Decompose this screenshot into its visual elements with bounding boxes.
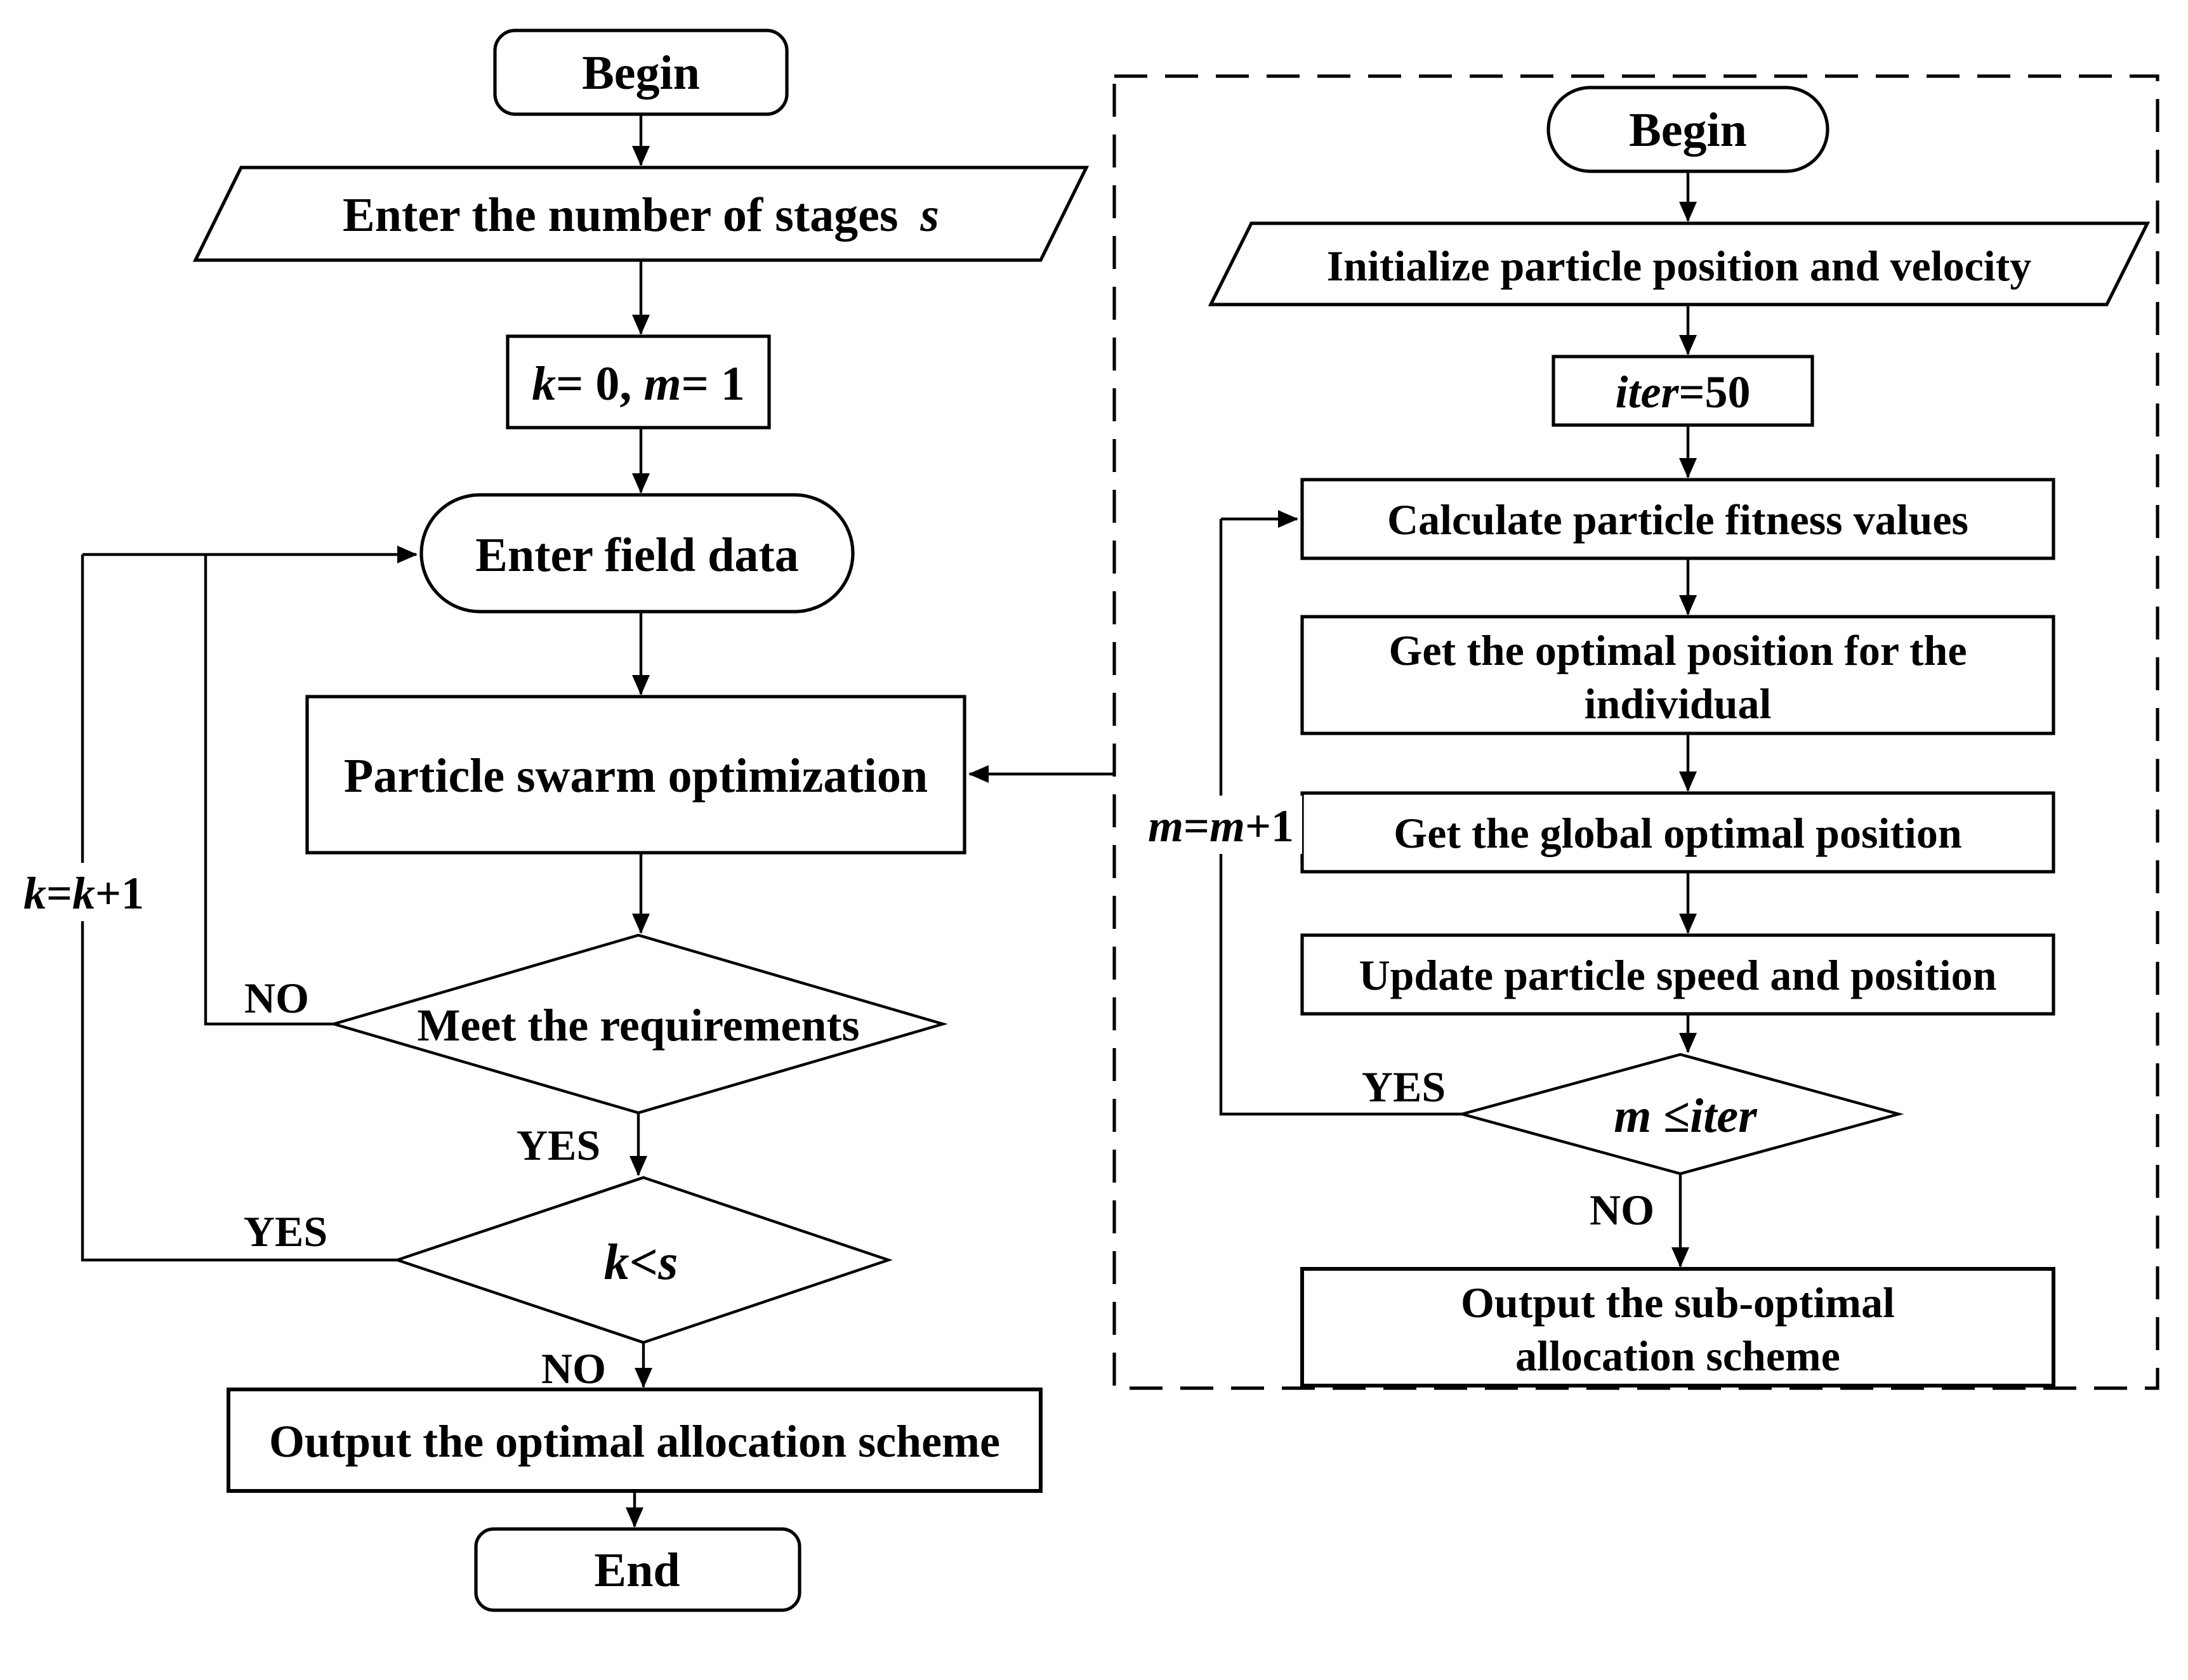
meet-requirements-diamond — [329, 933, 948, 1115]
k-increment-label: k=k+1 — [23, 868, 144, 919]
loop-cmp-yes-line — [81, 555, 397, 1262]
pso-box — [305, 695, 966, 855]
begin-node-left — [493, 29, 789, 116]
initialize-label: Initialize particle position and velocit… — [1327, 242, 2032, 290]
enter-stages-label: Enter the number of stages s — [343, 188, 939, 242]
update-particle-box — [1300, 933, 2055, 1016]
pso-label: Particle swarm optimization — [344, 749, 928, 803]
m-le-iter-diamond — [1456, 1053, 1904, 1176]
enter-field-data-node — [419, 493, 855, 614]
k-increment-plate — [15, 863, 152, 921]
cmp-no-label: NO — [541, 1344, 606, 1393]
begin-label-right: Begin — [1629, 103, 1747, 157]
end-node — [474, 1527, 801, 1612]
cond-yes-label: YES — [1362, 1063, 1446, 1111]
k-lt-s-diamond — [393, 1176, 893, 1344]
calc-fitness-label: Calculate particle fitness values — [1387, 495, 1968, 544]
enter-stages-parallelogram — [192, 166, 1090, 262]
optimal-individual-label-2: individual — [1585, 679, 1772, 728]
meet-no-label: NO — [244, 974, 309, 1022]
loop-cond-yes-line — [1219, 519, 1462, 1116]
k-lt-s-label: k<s — [604, 1235, 678, 1290]
pso-subroutine-frame — [1112, 74, 2159, 1390]
begin-label-left: Begin — [582, 46, 700, 100]
cmp-yes-label: YES — [244, 1207, 327, 1256]
optimal-individual-label-1: Get the optimal position for the — [1388, 626, 1967, 674]
global-optimal-label: Get the global optimal position — [1394, 809, 1961, 857]
iter-label: iter=50 — [1615, 367, 1750, 417]
meet-yes-label: YES — [517, 1121, 600, 1169]
optimal-individual-box — [1300, 615, 2055, 735]
init-vars-box — [506, 334, 771, 430]
update-particle-label: Update particle speed and position — [1359, 951, 1997, 999]
output-suboptimal-label-1: Output the sub-optimal — [1461, 1278, 1895, 1327]
m-increment-plate — [1140, 796, 1302, 854]
calc-fitness-box — [1300, 478, 2055, 560]
enter-field-data-label: Enter field data — [475, 528, 798, 582]
end-label: End — [594, 1544, 680, 1597]
loop-meet-no-line — [204, 555, 334, 1026]
init-vars-label: k= 0, m= 1 — [532, 357, 745, 410]
output-suboptimal-label-2: allocation scheme — [1515, 1332, 1840, 1380]
output-optimal-box — [227, 1388, 1043, 1493]
m-le-iter-label: m ≤iter — [1614, 1089, 1758, 1143]
cond-no-label: NO — [1590, 1186, 1654, 1234]
begin-node-right — [1546, 86, 1829, 173]
meet-requirements-label: Meet the requirements — [417, 1000, 859, 1051]
output-optimal-label: Output the optimal allocation scheme — [269, 1416, 1000, 1467]
output-suboptimal-box — [1300, 1267, 2055, 1388]
initialize-parallelogram — [1208, 221, 2151, 306]
m-increment-label: m=m+1 — [1148, 801, 1294, 851]
iter-box — [1552, 355, 1814, 427]
